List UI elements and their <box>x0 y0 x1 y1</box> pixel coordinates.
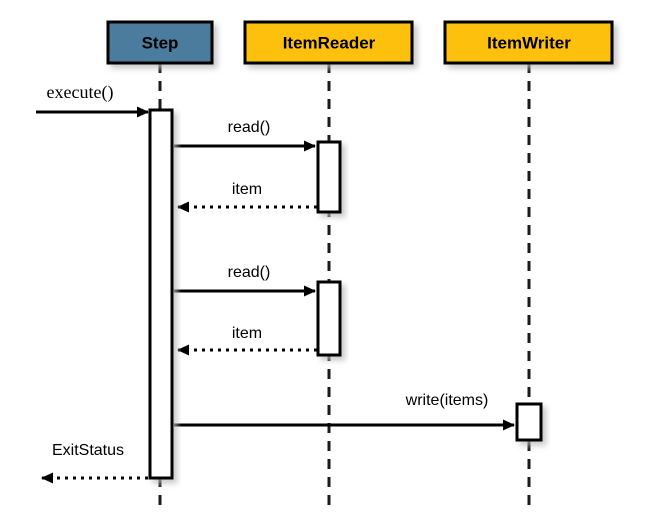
participant-step[interactable]: Step <box>106 20 214 65</box>
activation-bar-item-writer-1 <box>515 402 543 442</box>
activation-bar-step <box>148 108 174 480</box>
messages-group: execute() read() item read() item write(… <box>36 82 515 484</box>
activation-bar-item-reader-1 <box>316 140 342 214</box>
activation-bar-item-reader-2 <box>316 280 342 357</box>
message-label-write-items: write(items) <box>405 392 489 409</box>
message-label-execute: execute() <box>47 82 114 103</box>
lifelines-group <box>158 63 531 505</box>
participant-box-item-writer[interactable] <box>443 20 614 65</box>
activations-group <box>148 108 543 480</box>
message-label-exit-status: ExitStatus <box>52 442 124 459</box>
participant-box-item-reader[interactable] <box>243 20 414 65</box>
participant-label-step: Step <box>142 33 179 52</box>
message-label-read-2: read() <box>228 264 271 281</box>
participant-item-writer[interactable]: ItemWriter <box>443 20 614 65</box>
participant-boxes-group: Step ItemReader ItemWriter <box>106 20 614 65</box>
participant-label-item-reader: ItemReader <box>283 33 376 52</box>
message-label-item-1: item <box>232 181 262 198</box>
message-label-read-1: read() <box>228 119 271 136</box>
message-label-item-2: item <box>232 325 262 342</box>
participant-box-step[interactable] <box>106 20 214 65</box>
participant-label-item-writer: ItemWriter <box>487 33 571 52</box>
participant-item-reader[interactable]: ItemReader <box>243 20 414 65</box>
